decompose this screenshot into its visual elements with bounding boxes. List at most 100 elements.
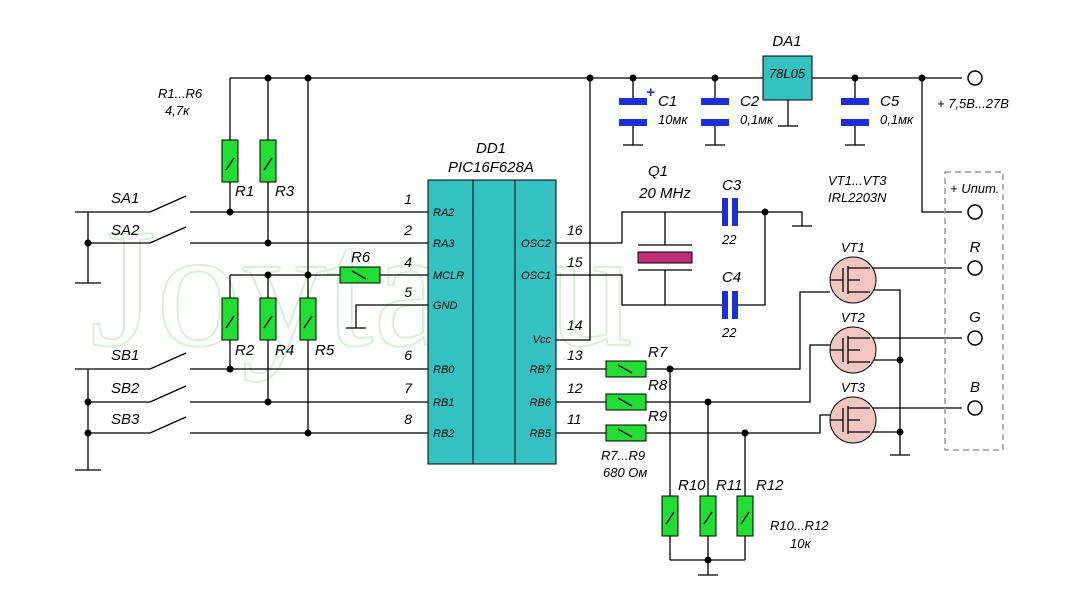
label-r1-r6-value: 4,7к: [165, 103, 190, 118]
label-r1-r6: R1...R6: [158, 86, 203, 101]
pin-name-rb6: RB6: [530, 397, 552, 409]
capacitor-c4: [722, 291, 738, 319]
pin-name-rb0: RB0: [433, 364, 455, 376]
label-vt1: VT1: [841, 240, 865, 255]
label-c5: C5: [880, 93, 900, 110]
pin-num-4: 4: [404, 254, 412, 270]
mosfet-vt3: [829, 396, 877, 444]
label-c4: C4: [722, 269, 741, 286]
terminal-g: [967, 330, 983, 346]
label-c4-value: 22: [721, 325, 737, 340]
regulator-da1: [762, 55, 813, 101]
label-r1: R1: [235, 183, 254, 200]
pin-name-vcc: Vcc: [533, 334, 552, 346]
label-c1-value: 10мк: [658, 112, 688, 127]
label-r8: R8: [648, 377, 668, 394]
switch-sb1: [149, 352, 187, 370]
resistor-r2: [221, 297, 239, 341]
pin-num-16: 16: [567, 222, 583, 238]
label-r9: R9: [648, 408, 668, 425]
label-sa1: SA1: [111, 190, 139, 207]
label-r10-r12: R10...R12: [770, 518, 829, 533]
wires: [75, 77, 962, 576]
ic-dd1: [427, 179, 557, 465]
pin-num-6: 6: [404, 347, 412, 363]
resistor-r7: [605, 360, 647, 378]
label-vt3: VT3: [841, 380, 866, 395]
label-c3-value: 22: [721, 232, 737, 247]
switch-sb3: [149, 416, 187, 434]
label-da1: DA1: [772, 33, 801, 50]
pin-num-11: 11: [567, 411, 582, 427]
label-r2: R2: [235, 342, 255, 359]
mosfet-vt1: [829, 256, 877, 304]
pin-name-rb1: RB1: [433, 397, 454, 409]
label-sb2: SB2: [111, 380, 140, 397]
connector-box: [944, 171, 1004, 451]
pin-num-7: 7: [404, 380, 413, 396]
capacitor-c5: [841, 98, 869, 126]
resistor-r4: [259, 297, 277, 341]
label-dd1: DD1: [476, 140, 506, 157]
ic-pin-labels: 1 2 4 5 6 7 8 RA2 RA3 MCLR GND RB0 RB1 R…: [403, 191, 583, 440]
crystal-q1: [637, 244, 693, 271]
label-r6: R6: [351, 249, 371, 266]
label-q1-freq: 20 MHz: [638, 185, 691, 202]
pin-num-8: 8: [404, 411, 412, 427]
capacitor-c1: [619, 98, 647, 126]
label-r5: R5: [315, 342, 335, 359]
label-r7-r9: R7...R9: [601, 448, 645, 463]
resistor-r12: [736, 495, 754, 537]
terminal-supply: [967, 70, 983, 86]
label-r10-r12-value: 10к: [790, 536, 811, 551]
label-c1: C1: [658, 93, 677, 110]
pin-num-15: 15: [567, 254, 583, 270]
junction-dots: [84, 74, 926, 564]
resistor-r6: [339, 266, 381, 284]
label-q1: Q1: [648, 163, 668, 180]
label-r12: R12: [756, 477, 784, 494]
label-supply: + 7,5В...27В: [937, 96, 1009, 111]
pin-num-5: 5: [404, 284, 412, 300]
label-regulator: 78L05: [769, 66, 806, 81]
label-c2-value: 0,1мк: [740, 112, 774, 127]
resistor-r9: [605, 424, 647, 442]
label-vt-part: IRL2203N: [828, 190, 887, 205]
mosfet-vt2: [829, 326, 877, 374]
label-ic-part: PIC16F628A: [448, 159, 534, 176]
label-r4: R4: [275, 342, 294, 359]
pin-name-mclr: MCLR: [433, 270, 464, 282]
label-vt-range: VT1...VT3: [828, 173, 887, 188]
label-c3: C3: [722, 177, 742, 194]
switch-sa2: [149, 226, 187, 244]
resistor-r3: [259, 139, 277, 183]
label-sb1: SB1: [111, 347, 139, 364]
pin-num-2: 2: [403, 222, 412, 238]
resistor-r10: [661, 495, 679, 537]
label-conn-b: B: [970, 379, 980, 396]
label-c1-plus: +: [646, 84, 655, 101]
resistor-r11: [699, 495, 717, 537]
resistor-r8: [605, 393, 647, 411]
pin-num-12: 12: [567, 380, 583, 396]
terminal-upit: [967, 204, 983, 220]
capacitor-c2: [701, 98, 729, 126]
label-r3: R3: [275, 183, 295, 200]
pin-name-osc1: OSC1: [521, 270, 551, 282]
pin-name-rb2: RB2: [433, 428, 454, 440]
pin-name-ra3: RA3: [433, 238, 455, 250]
capacitor-c3: [722, 198, 738, 226]
label-r7-r9-value: 680 Ом: [603, 465, 647, 480]
label-c2: C2: [740, 93, 760, 110]
label-conn-g: G: [969, 309, 981, 326]
label-conn-power: + Uпит.: [950, 181, 999, 196]
pin-name-rb5: RB5: [530, 428, 552, 440]
pin-name-gnd: GND: [433, 300, 458, 312]
terminal-r: [967, 260, 983, 276]
switch-sa1: [149, 195, 187, 213]
resistor-r1: [221, 139, 239, 183]
label-vt2: VT2: [841, 310, 866, 325]
switch-sb2: [149, 385, 187, 403]
label-conn-r: R: [970, 239, 981, 256]
